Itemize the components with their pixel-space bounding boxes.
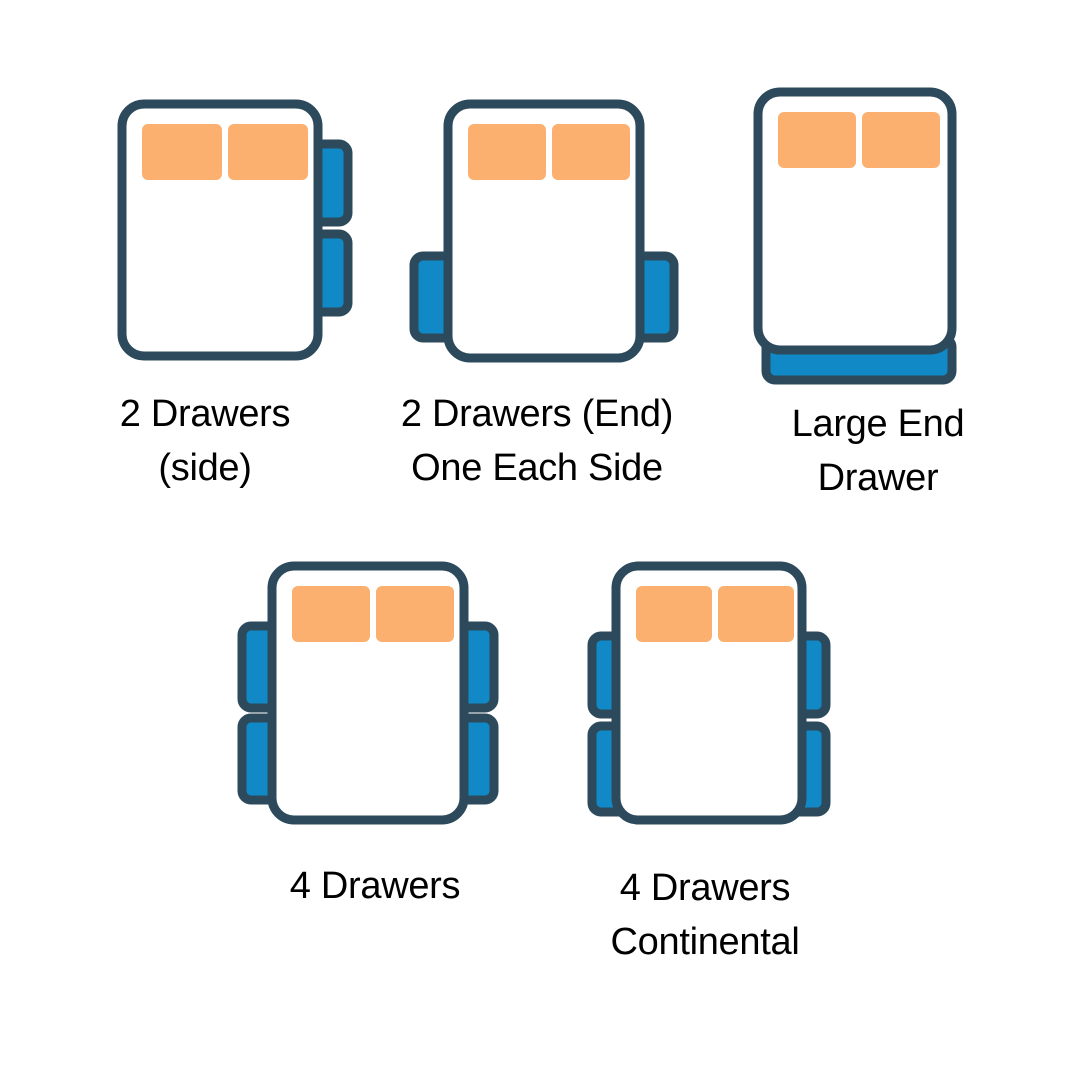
bed-icon-four-drawers-continental <box>587 561 831 825</box>
pillow-left <box>142 124 222 180</box>
bed-option-two-drawers-side[interactable] <box>104 88 364 378</box>
pillow-left <box>468 124 546 180</box>
pillow-right <box>376 586 454 642</box>
bed-label-four-drawers-continental: 4 Drawers Continental <box>610 867 800 963</box>
bed-label-four-drawers: 4 Drawers <box>289 865 461 907</box>
pillow-right <box>228 124 308 180</box>
pillow-left <box>778 112 856 168</box>
pillow-left <box>636 586 712 642</box>
bed-label-two-drawers-end: 2 Drawers (End) One Each Side <box>400 393 674 489</box>
bed-option-large-end-drawer[interactable] <box>744 80 974 390</box>
pillow-left <box>292 586 370 642</box>
bed-icon-large-end-drawer <box>753 87 957 385</box>
bed-label-two-drawers-side: 2 Drawers (side) <box>119 393 291 489</box>
bed-option-four-drawers[interactable] <box>228 550 508 840</box>
bed-option-four-drawers-continental[interactable] <box>574 550 844 840</box>
bed-label-large-end-drawer: Large End Drawer <box>791 403 965 499</box>
bed-icon-four-drawers <box>237 561 499 825</box>
pillow-right <box>862 112 940 168</box>
bed-icon-two-drawers-end <box>409 99 679 363</box>
bed-option-two-drawers-end[interactable] <box>404 88 684 378</box>
pillow-right <box>718 586 794 642</box>
pillow-right <box>552 124 630 180</box>
bed-icon-two-drawers-side <box>117 99 353 361</box>
